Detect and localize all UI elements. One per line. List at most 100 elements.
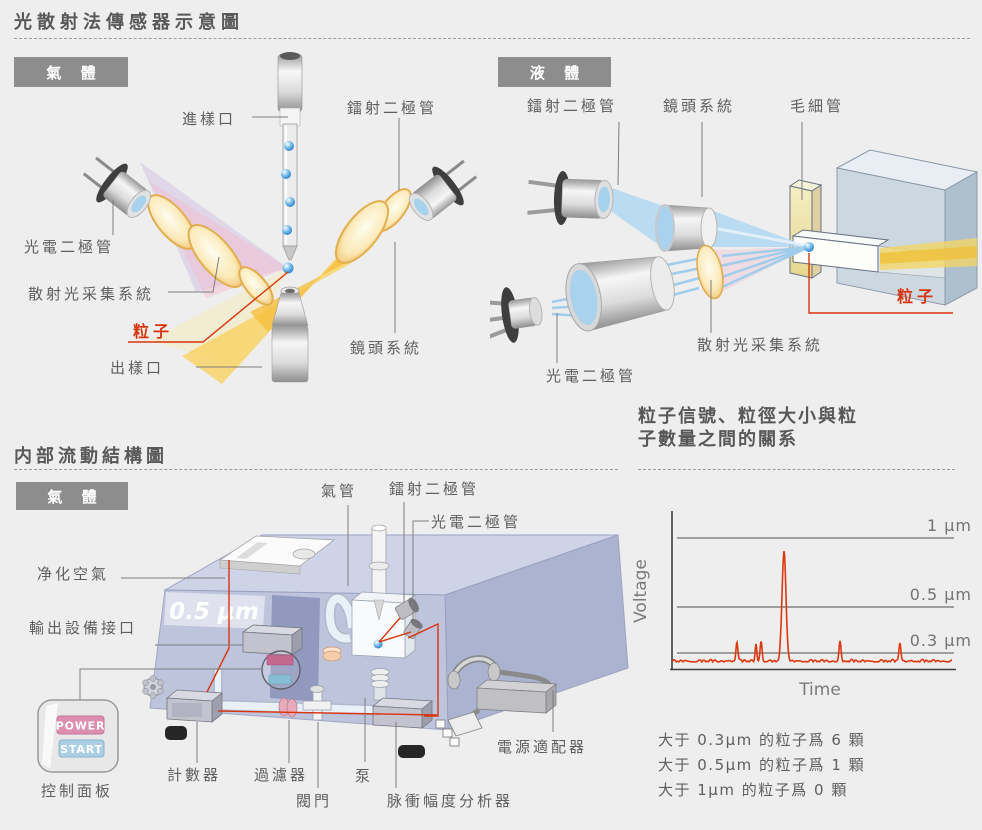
- pulse-analyzer-illustration: [371, 697, 434, 729]
- label-control-panel: 控制面板: [41, 782, 114, 800]
- fan-icon: [142, 675, 164, 699]
- photodiode-leader: [412, 520, 429, 620]
- label-liquid-particle: 粒子: [897, 287, 938, 306]
- handle-icon: [447, 655, 501, 690]
- signal-section-title-line1: 粒子信號、粒徑大小與粒: [638, 406, 858, 427]
- page-title: 光散射法傳感器示意圖: [14, 12, 244, 33]
- x-axis-label: Time: [798, 680, 841, 700]
- label-gas-inlet: 進樣口: [182, 110, 237, 128]
- mini-power-button: [266, 654, 294, 666]
- signal-divider: [638, 469, 955, 470]
- label-power-adapter: 電源適配器: [497, 738, 588, 756]
- threshold-label: 1 μm: [927, 516, 972, 535]
- count-note-0.5um: 大于 0.5μm 的粒子爲 1 顆: [658, 756, 866, 774]
- particle-icon: [285, 197, 295, 207]
- collection-barrel-illustration: [565, 256, 675, 332]
- beam-core: [712, 226, 805, 247]
- machine-foot: [398, 745, 425, 758]
- output-port-illustration: [241, 624, 304, 656]
- control-panel-illustration: POWER START: [37, 699, 119, 773]
- tray-illustration: [218, 535, 336, 575]
- lens-system-illustration: [655, 204, 718, 252]
- fitting: [322, 650, 342, 662]
- counter-illustration: [165, 689, 224, 723]
- particle-icon: [282, 262, 294, 274]
- threshold-label: 0.5 μm: [910, 585, 972, 604]
- liquid-badge: 液 體: [498, 57, 611, 87]
- count-note-0.3um: 大于 0.3μm 的粒子爲 6 顆: [658, 731, 866, 749]
- y-axis-label: Voltage: [631, 559, 651, 623]
- label-flow-laser-diode: 鐳射二極管: [389, 480, 480, 498]
- panel-zoom-circle: [261, 650, 301, 690]
- power-button: [56, 715, 105, 735]
- display-panel: 0.5 μm: [164, 592, 265, 629]
- label-clean-air: 净化空氣: [37, 565, 110, 583]
- label-flow-photodiode: 光電二極管: [431, 513, 522, 531]
- outlet-nozzle-illustration: [271, 286, 309, 383]
- exit-beam-core: [880, 246, 977, 264]
- pipe: [325, 594, 356, 643]
- label-gas-laser-diode: 鐳射二極管: [347, 99, 438, 117]
- label-pulse-analyzer: 脉衝幅度分析器: [387, 792, 514, 810]
- mini-laser-diode: [394, 597, 419, 620]
- start-button: [58, 739, 105, 758]
- particle-icon: [281, 169, 291, 179]
- label-gas-outlet: 出樣口: [110, 359, 165, 377]
- laser-beam: [612, 188, 666, 250]
- collection-lens-group: [147, 194, 274, 306]
- signal-chart: 1 μm 0.5 μm 0.3 μm Voltage Time: [631, 511, 972, 700]
- liquid-diagram: [490, 121, 979, 363]
- machine-foot: [165, 726, 187, 740]
- label-liquid-scatter-collection: 散射光采集系統: [697, 336, 824, 354]
- display-value: 0.5 μm: [169, 599, 259, 625]
- label-valve: 閥門: [296, 792, 333, 810]
- photodiode-illustration: [82, 156, 151, 218]
- air-tube-illustration: [368, 524, 390, 605]
- control-panel-leader: [79, 668, 262, 700]
- collection-lens: [696, 244, 724, 300]
- label-gas-photodiode: 光電二極管: [24, 238, 115, 256]
- photodiode-illustration: [490, 287, 543, 343]
- laser-signal-path: [206, 560, 439, 717]
- scattered-rays: [551, 245, 810, 318]
- label-output-port: 輸出設備接口: [29, 619, 138, 637]
- plug-icon: [435, 711, 483, 747]
- gas-badge: 氣 體: [14, 57, 128, 87]
- threshold-lines-group: 1 μm 0.5 μm 0.3 μm: [677, 516, 972, 654]
- signal-section-title-line2: 子數量之間的關系: [638, 429, 798, 450]
- flow-section-title: 内部流動結構圖: [14, 446, 168, 467]
- focused-beam: [711, 210, 809, 247]
- label-liquid-capillary: 毛細管: [790, 97, 845, 115]
- header-divider: [14, 38, 970, 39]
- scatter-leader: [168, 256, 220, 293]
- particle-icon: [282, 225, 292, 235]
- label-pump: 泵: [355, 767, 374, 785]
- particle-icon: [804, 242, 814, 252]
- flow-gas-badge: 氣 體: [16, 482, 128, 510]
- laser-diode-illustration: [527, 171, 614, 225]
- gas-diagram: [82, 52, 478, 384]
- particle-leader: [808, 253, 953, 314]
- machine-diagram: 0.5 μm: [37, 502, 629, 788]
- pump-rings: [370, 668, 390, 701]
- label-gas-lens-system: 鏡頭系統: [350, 339, 423, 357]
- label-liquid-lens-system: 鏡頭系統: [663, 97, 736, 115]
- filter-illustration: [278, 697, 298, 718]
- laser-diode-illustration: [409, 159, 478, 221]
- particle-leader: [128, 271, 289, 343]
- lens-system-illustration: [334, 188, 412, 264]
- signal-trace: [671, 550, 953, 664]
- label-liquid-photodiode: 光電二極管: [546, 367, 637, 385]
- label-liquid-laser-diode: 鐳射二極管: [527, 97, 618, 115]
- laser-beam: [182, 196, 392, 384]
- flow-divider: [14, 469, 618, 470]
- flow-cell-cube: [835, 149, 979, 306]
- count-note-1um: 大于 1μm 的粒子爲 0 顆: [658, 781, 848, 799]
- valve-illustration: [302, 685, 332, 721]
- particle-icon: [284, 141, 294, 151]
- threshold-label: 0.3 μm: [910, 631, 972, 650]
- sample-tube-illustration: [277, 52, 303, 261]
- laser-leader: [617, 121, 620, 186]
- power-button-label: POWER: [56, 720, 106, 733]
- label-gas-scatter-collection: 散射光采集系統: [28, 285, 155, 303]
